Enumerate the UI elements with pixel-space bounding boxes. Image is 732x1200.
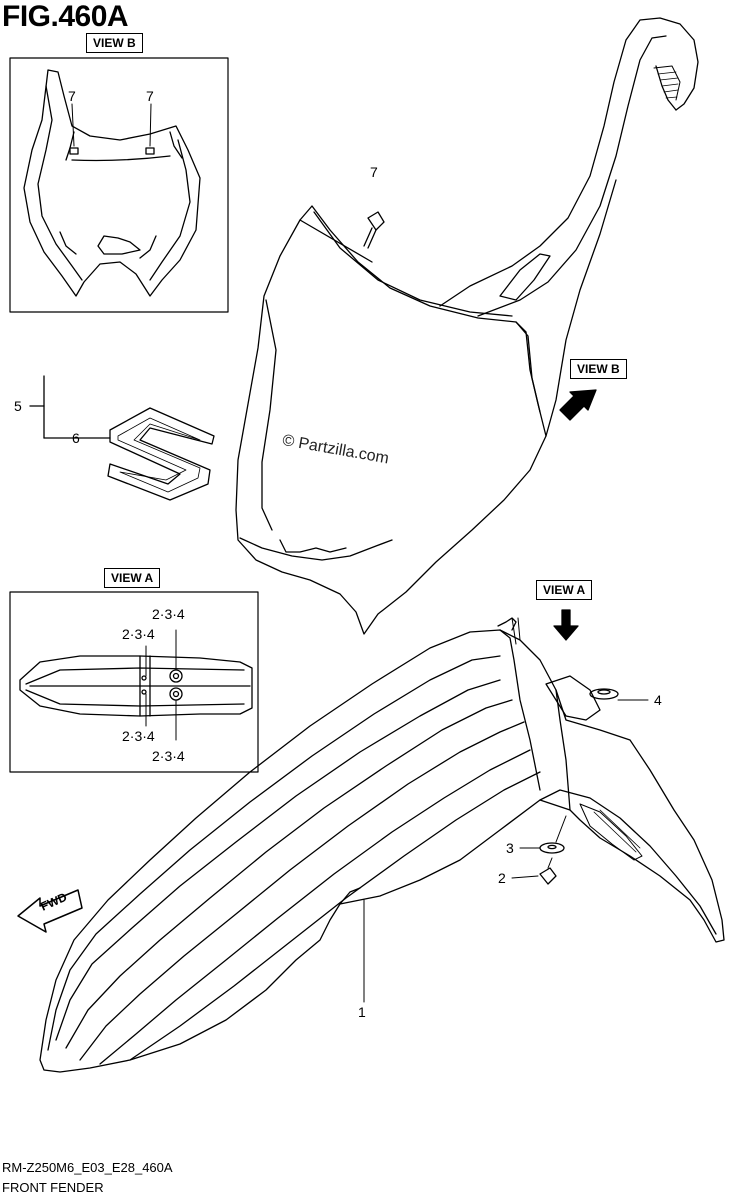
figure-title: FIG.460A (2, 0, 129, 33)
view-b-label-main: VIEW B (570, 359, 627, 379)
callout-234-top-left: 2·3·4 (122, 626, 155, 642)
figure-caption: FRONT FENDER (2, 1180, 104, 1195)
callout-7: 7 (370, 164, 378, 180)
view-b-arrow (559, 389, 597, 421)
view-b-number-plate (23, 69, 201, 297)
view-a-arrow (553, 609, 579, 641)
callout-234-bottom-left: 2·3·4 (122, 728, 155, 744)
view-a-label-main: VIEW A (536, 580, 593, 600)
callout-234-bottom-right: 2·3·4 (152, 748, 185, 764)
callout-7-inset-left: 7 (68, 88, 76, 104)
view-a-inset-frame (9, 591, 259, 773)
fender-hardware (363, 688, 649, 1003)
callout-7-inset-right: 7 (146, 88, 154, 104)
callout-3: 3 (506, 840, 514, 856)
number-plate (235, 17, 699, 635)
front-fender (39, 617, 725, 1073)
callout-2: 2 (498, 870, 506, 886)
callout-6: 6 (72, 430, 80, 446)
view-b-inset-frame (9, 57, 229, 313)
callout-4: 4 (654, 692, 662, 708)
view-a-label-inset: VIEW A (104, 568, 161, 588)
callout-234-top-right: 2·3·4 (152, 606, 185, 622)
view-b-label-inset: VIEW B (86, 33, 143, 53)
callout-1: 1 (358, 1004, 366, 1020)
callout-5: 5 (14, 398, 22, 414)
view-a-fender-top (19, 629, 253, 741)
drawing-code: RM-Z250M6_E03_E28_460A (2, 1160, 173, 1175)
suzuki-emblem (29, 375, 215, 501)
fwd-arrow (17, 889, 83, 933)
